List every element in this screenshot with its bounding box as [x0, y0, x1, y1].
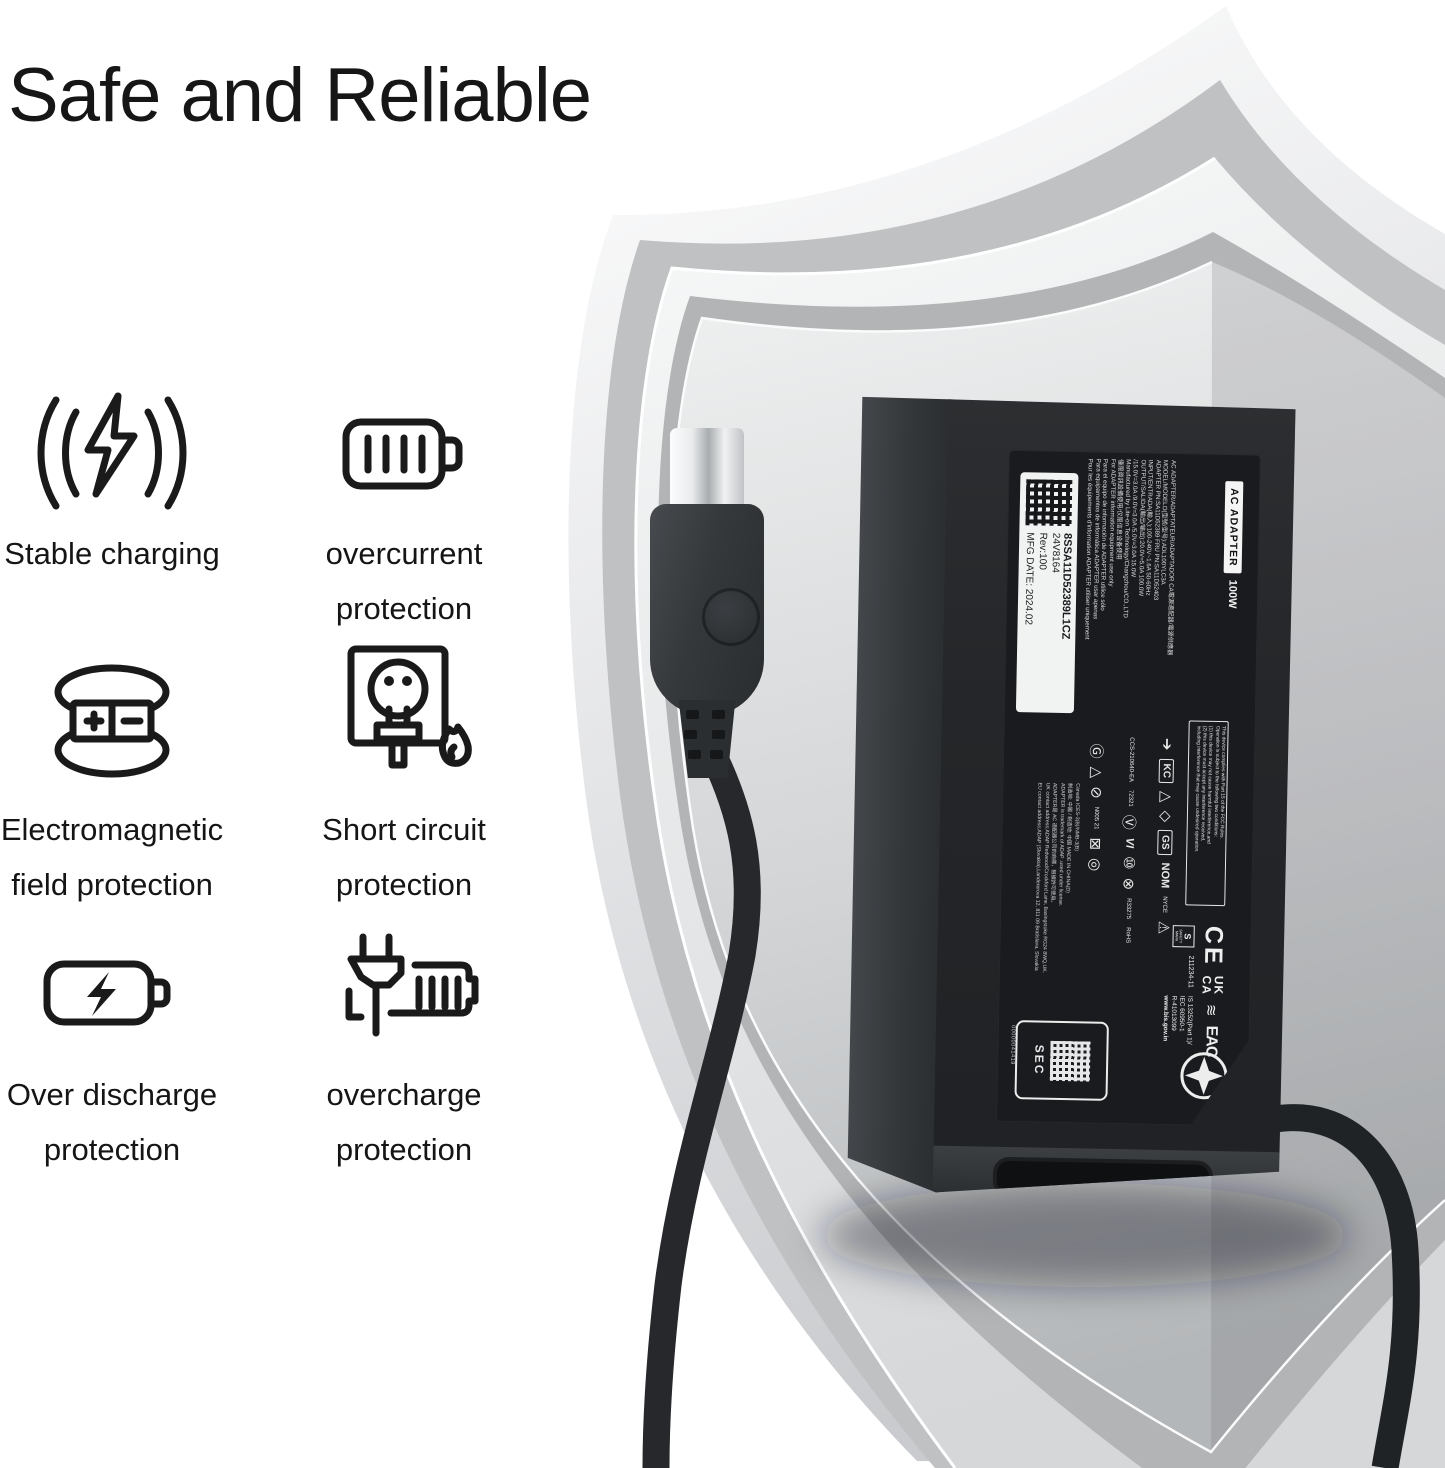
crossed-circle-icon: ⊗ — [1119, 877, 1137, 891]
ccs-number: CCS-210640-EA — [1128, 737, 1135, 783]
strain-relief-slot — [686, 710, 699, 719]
sticker-rev: Rev:100 — [1036, 532, 1049, 570]
shield-highlight-2 — [670, 260, 1445, 1454]
battery-level-icon — [254, 382, 554, 526]
safety-mark-text: SAFETY — [1178, 929, 1183, 944]
serial-sticker: 8SSA11D52389L1CZ 24V8164 Rev:100 MFG DAT… — [1016, 472, 1079, 713]
n005-mark: N005 21 — [1093, 806, 1100, 830]
sec-mark: SEC — [1032, 1044, 1048, 1076]
kc-mark: KC — [1159, 758, 1174, 783]
feature-short-circuit: Short circuit protection — [254, 636, 554, 912]
qr-code-icon — [1025, 479, 1072, 526]
usb-c-cable — [642, 728, 761, 1468]
legal-text-block: Canada ICES-3(B)/NMB-3(B) 制造地: 中國 / 制造地:… — [1020, 782, 1080, 1058]
adapter-shadow — [820, 1183, 1350, 1287]
badge-title: AC ADAPTER — [1224, 481, 1244, 574]
bis-line: IS 13252(Part 1)/ — [1185, 995, 1194, 1045]
pse-triangle-icon: △ — [1157, 790, 1175, 803]
feature-label: Electromagnetic — [0, 812, 224, 847]
feature-label: protection — [335, 591, 473, 626]
usb-c-plug-dimple — [702, 588, 760, 646]
shield-highlight-1 — [634, 156, 1216, 1468]
wireless-charging-icon — [0, 378, 262, 526]
feature-label: Stable charging — [4, 536, 220, 571]
feature-label: protection — [335, 1132, 473, 1167]
ac-adapter: 8SSA11D52389L1CZ 24V8164 Rev:100 MFG DAT… — [843, 392, 1302, 1202]
cert-number: 72321 — [1127, 789, 1134, 807]
safety-mark-text: MARK — [1174, 930, 1179, 942]
feature-overcurrent: overcurrent protection — [254, 382, 554, 636]
triangle-mark-icon: △ — [1087, 766, 1105, 779]
strain-relief-slot — [712, 710, 725, 719]
bis-line: R-41013099 — [1169, 995, 1178, 1031]
side-serial-number: 00000041419 — [1009, 1025, 1016, 1065]
feature-label: field protection — [11, 867, 213, 902]
electromagnetic-field-icon — [0, 640, 262, 802]
bis-line: www.bis.gov.in — [1161, 995, 1170, 1042]
safety-mark-s: S — [1182, 933, 1193, 940]
safety-mark: S SAFETY MARK — [1172, 925, 1195, 947]
safety-mark-number: 211234-11 — [1186, 955, 1195, 988]
feature-label: Over discharge — [6, 1077, 218, 1112]
page-title: Safe and Reliable — [8, 53, 592, 138]
nyce-mark: NYCE — [1161, 896, 1168, 913]
strain-relief-slot — [712, 730, 725, 739]
adapter-badge: AC ADAPTER 100W — [1206, 481, 1243, 600]
circled-v-mark-icon: Ⓥ — [1120, 814, 1138, 830]
feature-stable-charging: Stable charging — [0, 378, 262, 581]
strain-relief-slot — [710, 750, 723, 759]
sticker-serial: 8SSA11D52389L1CZ — [1059, 532, 1074, 640]
battery-discharge-icon — [0, 920, 262, 1067]
sticker-mfg-date: MFG DATE: 2024.02 — [1022, 532, 1036, 626]
ukca-ca: CA — [1199, 975, 1215, 996]
feature-electromagnetic: Electromagnetic field protection — [0, 640, 262, 912]
bis-registration: IS 13252(Part 1)/ IEC 60950-1 R-41013099… — [1161, 995, 1194, 1044]
feature-label: overcharge — [326, 1077, 482, 1112]
feature-label: overcurrent — [325, 536, 483, 571]
sec-qr-box: SEC — [1014, 1020, 1108, 1101]
circle-mark-icon: ◎ — [1085, 857, 1104, 872]
fcc-statement-box: This device complies with Part 15 of the… — [1185, 720, 1229, 906]
no-sign-icon: ⊘ — [1087, 786, 1105, 799]
gs-mark: GS — [1158, 830, 1173, 855]
crossed-bin-icon: ⊠ — [1086, 837, 1104, 851]
diamond-mark-icon: ◇ — [1156, 810, 1175, 823]
feature-label: Short circuit — [322, 812, 486, 847]
overcharge-icon — [254, 918, 554, 1067]
badge-wattage: 100W — [1225, 579, 1239, 609]
strain-relief-slot — [684, 730, 697, 739]
feature-over-discharge: Over discharge protection — [0, 920, 262, 1177]
short-circuit-icon — [254, 636, 554, 802]
recycle-10-icon: ⑩ — [1119, 855, 1138, 870]
ukca-mark: UK CA — [1200, 975, 1223, 995]
certification-strip-3: Ⓖ △ ⊘ N005 21 ⊠ ◎ — [1076, 743, 1113, 1024]
wave-mark-icon: ≋ — [1202, 1003, 1220, 1017]
feature-label: protection — [335, 867, 473, 902]
strain-relief-slot — [688, 750, 701, 759]
usb-c-metal-tip — [670, 428, 744, 512]
feature-overcharge: overcharge protection — [254, 918, 554, 1177]
adapter-cable — [1267, 1104, 1420, 1468]
arrow-mark-icon: ➔ — [1158, 737, 1176, 751]
feature-label: protection — [43, 1132, 181, 1167]
spec-text-block: AC ADAPTER/ADAPTATEUR/ADAPTADOR CA電源適配器/… — [1076, 458, 1177, 778]
rohs-number: R33275 — [1125, 898, 1132, 920]
adapter-spec-label: 8SSA11D52389L1CZ 24V8164 Rev:100 MFG DAT… — [996, 450, 1261, 1127]
vi-mark: VI — [1123, 837, 1136, 849]
qr-code-icon — [1050, 1040, 1091, 1081]
circled-g-mark-icon: Ⓖ — [1087, 743, 1105, 759]
nom-mark: NOM — [1158, 862, 1172, 889]
ce-mark: CE — [1199, 925, 1228, 967]
